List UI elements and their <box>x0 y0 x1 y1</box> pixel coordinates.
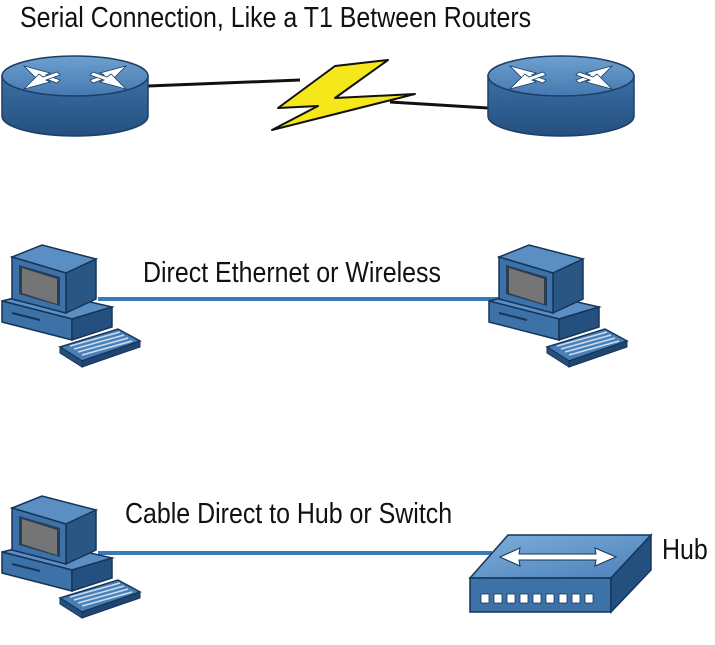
ethernet-link-label: Direct Ethernet or Wireless <box>143 257 441 289</box>
hub-icon[interactable] <box>468 533 653 614</box>
diagram-title: Serial Connection, Like a T1 Between Rou… <box>20 2 532 34</box>
lightning-bolt-icon <box>271 59 416 131</box>
computer-icon[interactable] <box>488 244 628 368</box>
router-icon[interactable] <box>1 55 149 137</box>
hub-link-label: Cable Direct to Hub or Switch <box>125 498 453 530</box>
hub-label: Hub <box>662 534 708 566</box>
router-icon[interactable] <box>487 55 635 137</box>
computer-icon[interactable] <box>1 495 141 619</box>
computer-icon[interactable] <box>1 244 141 368</box>
double-arrow-icon <box>498 547 618 567</box>
serial-link-left <box>147 78 301 88</box>
serial-link-right <box>389 100 489 110</box>
